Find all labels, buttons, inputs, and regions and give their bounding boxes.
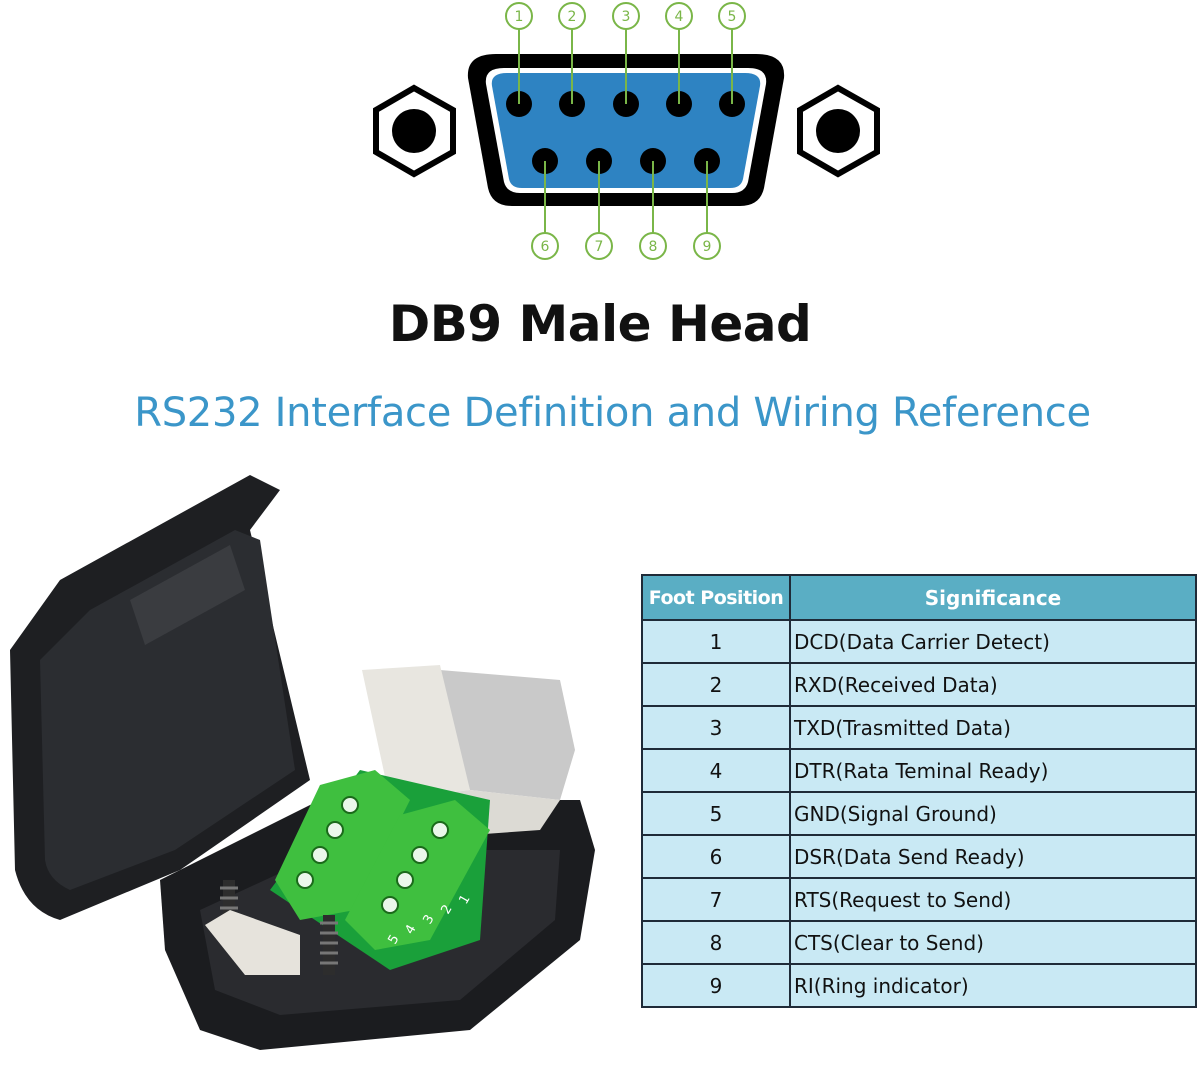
pin-label-bottom: 6 bbox=[541, 239, 550, 255]
header-significance: Significance bbox=[789, 574, 1197, 621]
db9-connector-diagram: 1 2 3 4 5 6 7 8 9 bbox=[373, 2, 880, 260]
pin-label-ring bbox=[505, 2, 533, 30]
table-header-row: Foot Position Significance bbox=[641, 574, 1197, 621]
header-foot-position: Foot Position bbox=[641, 574, 791, 621]
pin-label-bottom: 7 bbox=[595, 239, 604, 255]
pin-label-ring bbox=[718, 2, 746, 30]
cell-significance: TXD(Trasmitted Data) bbox=[789, 705, 1197, 750]
cell-foot-position: 8 bbox=[641, 920, 791, 965]
pin-label-bottom: 8 bbox=[649, 239, 658, 255]
pin-label-ring bbox=[531, 232, 559, 260]
terminal-block-left bbox=[275, 770, 410, 920]
pin-label-ring bbox=[693, 232, 721, 260]
cell-foot-position: 1 bbox=[641, 619, 791, 664]
pin-label-top: 5 bbox=[728, 9, 737, 25]
terminal-block-right bbox=[345, 800, 490, 950]
pin-label-ring bbox=[665, 2, 693, 30]
cell-significance: DCD(Data Carrier Detect) bbox=[789, 619, 1197, 664]
cell-foot-position: 2 bbox=[641, 662, 791, 707]
cell-foot-position: 4 bbox=[641, 748, 791, 793]
pin-label-top: 2 bbox=[568, 9, 577, 25]
cell-significance: DTR(Rata Teminal Ready) bbox=[789, 748, 1197, 793]
cell-significance: CTS(Clear to Send) bbox=[789, 920, 1197, 965]
diagram-subtitle: RS232 Interface Definition and Wiring Re… bbox=[134, 390, 1091, 436]
cell-foot-position: 3 bbox=[641, 705, 791, 750]
cell-significance: RTS(Request to Send) bbox=[789, 877, 1197, 922]
dsub-metal-shell bbox=[440, 670, 575, 800]
pin-label-bottom: 9 bbox=[703, 239, 712, 255]
pin-label-ring bbox=[558, 2, 586, 30]
pin-label-top: 3 bbox=[622, 9, 631, 25]
pin-label-ring bbox=[585, 232, 613, 260]
cell-significance: GND(Signal Ground) bbox=[789, 791, 1197, 836]
left-mounting-nut bbox=[373, 84, 456, 178]
pin-label-ring bbox=[612, 2, 640, 30]
cell-foot-position: 9 bbox=[641, 963, 791, 1008]
right-mounting-nut bbox=[797, 84, 880, 178]
cell-significance: RI(Ring indicator) bbox=[789, 963, 1197, 1008]
diagram-title: DB9 Male Head bbox=[388, 295, 812, 353]
cell-significance: RXD(Received Data) bbox=[789, 662, 1197, 707]
screw-right bbox=[320, 915, 338, 975]
pin-label-ring bbox=[639, 232, 667, 260]
cell-significance: DSR(Data Send Ready) bbox=[789, 834, 1197, 879]
cell-foot-position: 5 bbox=[641, 791, 791, 836]
connector-face bbox=[491, 73, 761, 188]
pin-label-top: 4 bbox=[675, 9, 684, 25]
cell-foot-position: 7 bbox=[641, 877, 791, 922]
strain-relief-clamp bbox=[205, 910, 300, 975]
pin-label-top: 1 bbox=[515, 9, 524, 25]
cell-foot-position: 6 bbox=[641, 834, 791, 879]
